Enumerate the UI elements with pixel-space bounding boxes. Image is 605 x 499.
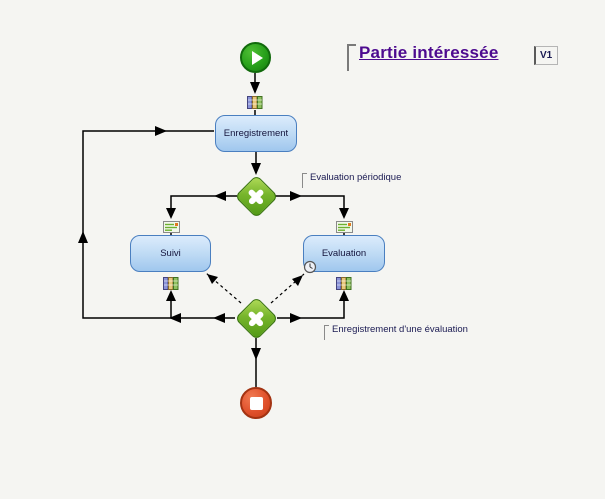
forms-stack-icon[interactable]	[162, 276, 180, 296]
flow-label-record-evaluation[interactable]: Enregistrement d'une évaluation	[324, 324, 468, 340]
xor-gateway-split[interactable]	[234, 174, 278, 218]
flow-gateway1-to-evaluation	[275, 195, 345, 217]
page-header: Partie intéressée	[347, 42, 498, 71]
label-bracket-icon	[324, 325, 329, 340]
end-event[interactable]	[240, 387, 272, 419]
task-label: Evaluation	[321, 248, 367, 259]
xor-gateway-merge[interactable]	[234, 296, 278, 340]
start-event[interactable]	[240, 42, 271, 73]
flow-label-periodic-evaluation[interactable]: Evaluation périodique	[302, 172, 401, 188]
x-mark-icon	[234, 296, 278, 340]
stop-icon	[249, 396, 263, 410]
page-title[interactable]: Partie intéressée	[359, 43, 499, 62]
task-label: Enregistrement	[223, 128, 289, 139]
task-suivi[interactable]: Suivi	[130, 235, 211, 272]
version-badge[interactable]: V1	[534, 46, 558, 65]
arrowheads	[78, 82, 349, 360]
task-label: Suivi	[160, 248, 181, 259]
label-bracket-icon	[302, 173, 307, 188]
title-bracket-icon	[347, 44, 356, 71]
task-evaluation[interactable]: Evaluation	[303, 235, 385, 272]
form-icon[interactable]	[336, 220, 353, 238]
play-icon	[251, 50, 263, 65]
forms-stack-icon[interactable]	[246, 95, 264, 115]
forms-stack-icon[interactable]	[335, 276, 353, 296]
sequence-flows[interactable]	[82, 73, 345, 387]
x-mark-icon	[234, 174, 278, 218]
timer-clock-icon[interactable]	[303, 260, 317, 279]
flow-gateway1-to-suivi	[170, 195, 237, 217]
flow-gateway2-loop-to-enregistrement	[82, 130, 235, 319]
form-icon[interactable]	[163, 220, 180, 238]
flow-gateway2-to-evaluation-icon	[277, 292, 345, 319]
task-enregistrement[interactable]: Enregistrement	[215, 115, 297, 152]
